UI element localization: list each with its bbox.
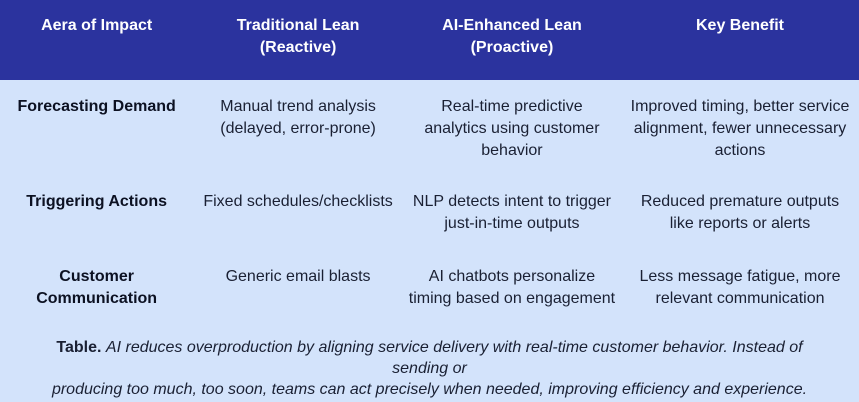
table-header-row: Aera of Impact Traditional Lean (Reactiv… — [0, 0, 859, 80]
header-area-of-impact: Aera of Impact — [41, 17, 153, 34]
table-body: Forecasting Demand Manual trend analysis… — [0, 80, 859, 325]
table-cell-forecasting-ai: Real-time predictive analytics using cus… — [424, 98, 600, 159]
caption-label: Table. — [56, 339, 102, 356]
table-cell-triggering-traditional: Fixed schedules/checklists — [203, 193, 393, 210]
table-cell-triggering-ai: NLP detects intent to trigger just-in-ti… — [412, 193, 611, 232]
table-cell-forecasting-benefit: Improved timing, better service alignmen… — [630, 98, 850, 159]
row-label-customer-communication: Customer Communication — [36, 268, 158, 307]
table-cell-forecasting-traditional: Manual trend analysis (delayed, error-pr… — [220, 98, 376, 137]
header-key-benefit: Key Benefit — [695, 17, 785, 34]
table-caption: Table. AI reduces overproduction by alig… — [0, 325, 859, 402]
row-label-forecasting-demand: Forecasting Demand — [17, 98, 176, 115]
header-traditional-lean: Traditional Lean (Reactive) — [236, 17, 360, 56]
table-cell-triggering-benefit: Reduced premature outputs like reports o… — [640, 193, 840, 232]
table-cell-communication-ai: AI chatbots personalize timing based on … — [408, 268, 616, 307]
row-label-triggering-actions: Triggering Actions — [26, 193, 167, 210]
table-cell-communication-benefit: Less message fatigue, more relevant comm… — [639, 268, 841, 307]
table-cell-communication-traditional: Generic email blasts — [225, 268, 371, 285]
caption-text: AI reduces overproduction by aligning se… — [51, 339, 808, 398]
header-ai-enhanced-lean: AI-Enhanced Lean (Proactive) — [442, 17, 582, 56]
